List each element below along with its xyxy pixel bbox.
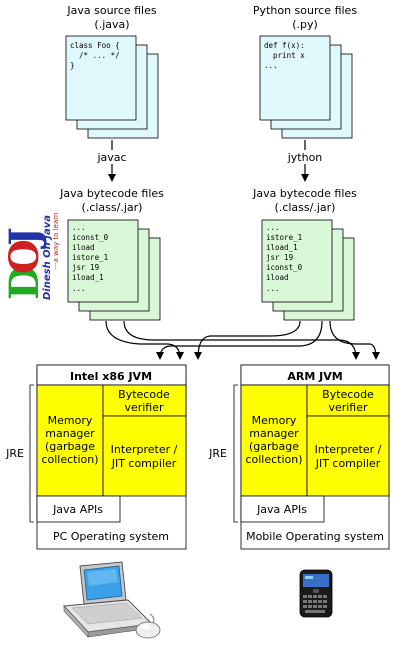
python-bytecode-line: iload_1	[266, 243, 298, 252]
left-memory-text: (garbage	[45, 440, 95, 453]
left-interpreter-box	[102, 415, 187, 497]
right-java-apis-box	[240, 495, 325, 523]
java-bytecode-line: iconst_0	[72, 233, 109, 242]
right-interpreter-text: Interpreter /	[315, 443, 382, 456]
right-os-text: Mobile Operating system	[246, 530, 384, 543]
left-os-text: PC Operating system	[53, 530, 169, 543]
right-memory-text: (garbage	[249, 440, 299, 453]
svg-text:D: D	[1, 266, 48, 300]
java-bytecode-line: iload_1	[72, 273, 104, 282]
java-bytecode-line: iload	[72, 243, 95, 252]
right-verifier-text: verifier	[328, 401, 368, 414]
java-source-code-line: }	[70, 61, 75, 70]
left-java-apis-box	[36, 495, 121, 523]
right-memory-text: collection)	[245, 453, 302, 466]
python-bytecode-line: istore_1	[266, 233, 302, 242]
left-interpreter-text: Interpreter /	[111, 443, 178, 456]
python-bytecode-line: iload	[266, 273, 289, 282]
python-bytecode-line: ...	[266, 223, 280, 232]
java-bytecode-line: istore_1	[72, 253, 108, 262]
left-memory-text: manager	[45, 427, 95, 440]
left-java-apis-text: Java APIs	[52, 503, 103, 516]
java-bytecode-title: Java bytecode files	[59, 187, 164, 200]
right-jre-label: JRE	[208, 447, 227, 460]
python-bytecode-line: jsr 19	[266, 253, 293, 262]
java-source-code-line: /* ... */	[70, 51, 120, 60]
python-source-title: Python source files	[253, 4, 357, 17]
laptop-icon	[62, 561, 161, 639]
left-jre-label: JRE	[5, 447, 24, 460]
right-bytecode-verifier-box	[306, 384, 390, 417]
python-bytecode-line: iconst_0	[266, 263, 303, 272]
right-interpreter-box	[306, 415, 390, 497]
java-bytecode-file-stack	[67, 219, 161, 321]
java-bytecode-line: ...	[72, 284, 86, 293]
right-jvm-title: ARM JVM	[287, 370, 342, 383]
doj-watermark-logo: D O J Dinesh On Java ---a way to learn	[1, 213, 60, 300]
python-source-code-line: def f(x):	[264, 41, 305, 50]
python-bytecode-file-stack	[261, 219, 355, 321]
python-bytecode-ext: (.class/.jar)	[275, 201, 336, 214]
svg-text:Dinesh On Java: Dinesh On Java	[42, 215, 53, 300]
javac-label: javac	[96, 151, 126, 164]
left-verifier-text: verifier	[124, 401, 164, 414]
right-memory-text: Memory	[252, 414, 297, 427]
jython-label: jython	[287, 151, 323, 164]
python-source-ext: (.py)	[292, 18, 318, 31]
python-bytecode-title: Java bytecode files	[252, 187, 357, 200]
right-java-apis-text: Java APIs	[256, 503, 307, 516]
phone-icon	[299, 569, 333, 618]
java-bytecode-line: jsr 19	[72, 263, 99, 272]
java-source-title: Java source files	[66, 4, 157, 17]
right-memory-text: manager	[249, 427, 299, 440]
python-source-file-stack	[259, 35, 353, 139]
java-source-code-line: class Foo {	[70, 41, 120, 50]
left-bytecode-verifier-box	[102, 384, 187, 417]
right-jre-bracket	[233, 384, 238, 523]
right-verifier-text: Bytecode	[322, 388, 374, 401]
left-interpreter-text: JIT compiler	[111, 457, 177, 470]
python-source-code-line: ...	[264, 61, 278, 70]
right-interpreter-text: JIT compiler	[315, 457, 381, 470]
left-platform	[36, 364, 187, 550]
left-memory-text: Memory	[48, 414, 93, 427]
left-memory-text: collection)	[41, 453, 98, 466]
left-jvm-title: Intel x86 JVM	[70, 370, 152, 383]
java-bytecode-ext: (.class/.jar)	[82, 201, 143, 214]
python-bytecode-line: ...	[266, 284, 280, 293]
right-platform	[240, 364, 390, 550]
left-verifier-text: Bytecode	[118, 388, 170, 401]
bytecode-to-jvm-connectors	[105, 320, 380, 360]
java-source-file-stack	[65, 35, 159, 139]
java-bytecode-line: ...	[72, 223, 86, 232]
svg-text:J: J	[1, 227, 48, 249]
right-memory-manager-box	[240, 384, 308, 497]
svg-text:O: O	[1, 240, 48, 274]
java-source-ext: (.java)	[94, 18, 129, 31]
svg-text:---a way to learn: ---a way to learn	[52, 213, 60, 270]
left-jre-bracket	[29, 384, 34, 523]
python-source-code-line: print x	[264, 51, 305, 60]
